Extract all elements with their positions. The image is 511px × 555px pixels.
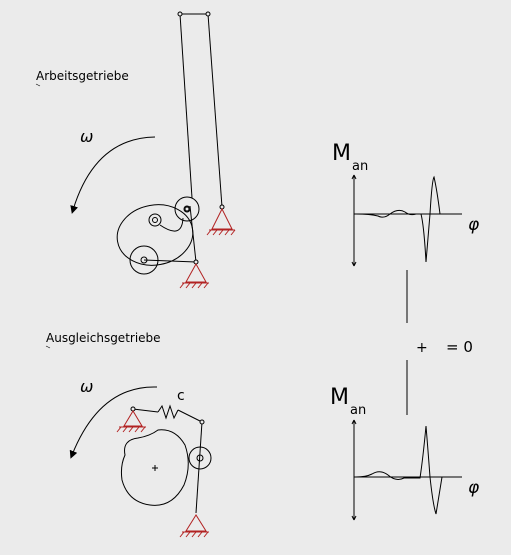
sum-equation: + = 0	[406, 270, 473, 415]
label-ausgleichsgetriebe: Ausgleichsgetriebe	[46, 331, 161, 345]
balancing-mechanism: Ausgleichsgetriebe ω c	[45, 331, 212, 538]
moment-subscript: an	[352, 159, 368, 174]
ground-support	[206, 207, 236, 236]
spring-icon	[130, 404, 203, 423]
coupler-links	[177, 11, 223, 208]
rocker-links	[143, 204, 225, 265]
omega-symbol: ω	[80, 127, 93, 146]
plus-sign: +	[416, 340, 428, 356]
balancing-cam	[120, 429, 189, 506]
omega-symbol: ω	[80, 377, 93, 396]
moment-plot-bottom: M an φ	[330, 385, 480, 521]
spring-constant-label: c	[177, 388, 185, 404]
ground-support	[179, 514, 209, 538]
working-mechanism: Arbeitsgetriebe ω	[35, 11, 236, 289]
moment-symbol: M	[330, 385, 349, 410]
rotation-arrow-icon	[70, 136, 156, 214]
moment-subscript: an	[350, 403, 366, 418]
ground-support	[179, 262, 209, 289]
ground-support	[116, 410, 146, 433]
cam-discs	[116, 196, 200, 275]
phi-symbol: φ	[468, 478, 480, 498]
equals-zero: = 0	[446, 338, 473, 356]
rotation-arrow-icon	[69, 386, 158, 459]
moment-curve	[355, 175, 462, 263]
moment-plot-top: M an φ	[332, 141, 480, 267]
label-arbeitsgetriebe: Arbeitsgetriebe	[36, 69, 129, 83]
moment-curve	[355, 425, 462, 515]
follower-link	[188, 419, 212, 514]
moment-symbol: M	[332, 141, 351, 166]
phi-symbol: φ	[468, 215, 480, 235]
